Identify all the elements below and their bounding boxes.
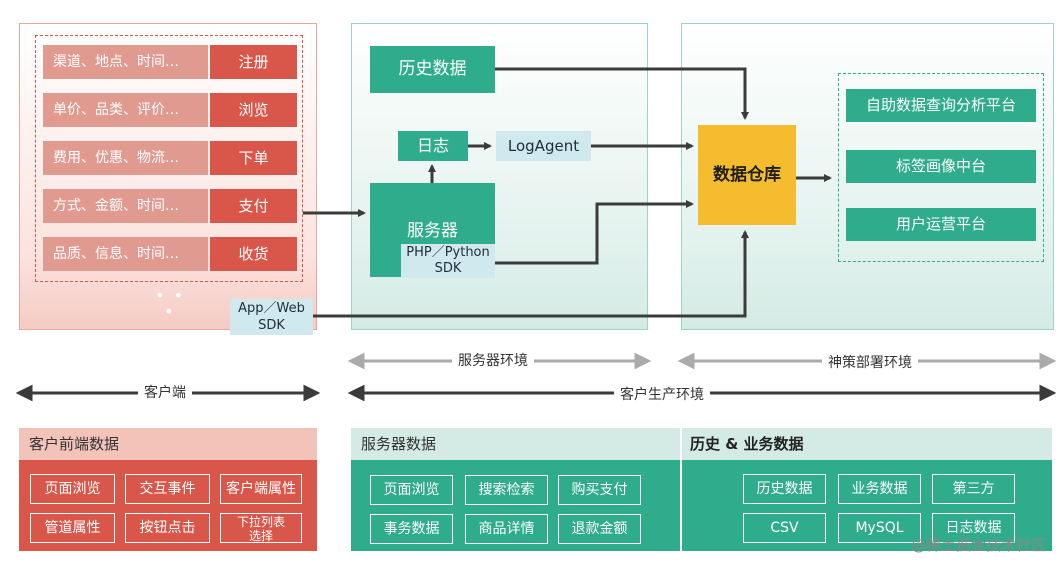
history-data-box: 历史数据 [370,46,495,93]
client-data-header: 客户前端数据 [19,428,317,460]
client-item: 客户端属性 [220,474,302,504]
client-row-action: 注册 [210,45,297,79]
arrow-history-to-warehouse [495,67,749,120]
server-env-label: 服务器环境 [452,351,534,371]
history-item: CSV [743,513,826,543]
server-item: 购买支付 [558,475,641,505]
client-item: 下拉列表 选择 [220,513,302,543]
history-item: MySQL [838,513,921,543]
platform-user-ops: 用户运营平台 [846,208,1036,241]
client-row-action: 收货 [210,237,297,271]
client-item: 页面浏览 [30,474,115,504]
prod-env-label: 客户生产环境 [614,385,710,405]
client-item: 交互事件 [125,474,210,504]
watermark: @稀土掘金技术社区 [910,536,1046,554]
history-item: 日志数据 [932,513,1015,543]
server-item: 事务数据 [370,514,453,544]
client-row-action: 下单 [210,141,297,175]
history-item: 第三方 [932,474,1015,504]
server-item: 页面浏览 [370,475,453,505]
log-box: 日志 [398,131,468,161]
client-item: 管道属性 [30,513,115,543]
client-env-left-head [15,384,33,402]
client-row-keys: 单价、品类、评价… [43,93,208,127]
data-warehouse-box: 数据仓库 [698,125,796,225]
client-row-action: 支付 [210,189,297,223]
arrow-appsdk-to-warehouse [313,230,749,318]
history-item: 历史数据 [743,474,826,504]
section-divider [680,428,682,551]
server-data-header: 服务器数据 [361,435,437,453]
more-dots: • • • [155,286,185,321]
client-item: 按钮点击 [125,513,210,543]
client-events-group [35,35,303,282]
deploy-env-label: 神策部署环境 [822,353,918,373]
client-env-right-head [303,384,321,402]
platform-self-query: 自助数据查询分析平台 [846,89,1036,122]
logagent-box: LogAgent [496,131,591,161]
server-item: 搜索检索 [465,475,548,505]
server-env-left-head [347,352,365,370]
history-item: 业务数据 [838,474,921,504]
server-history-header-bar [351,428,1052,460]
platform-tag-profile: 标签画像中台 [846,150,1036,183]
server-item: 退款金额 [558,514,641,544]
client-row-keys: 方式、金额、时间… [43,189,208,223]
client-env-label: 客户端 [138,383,192,403]
deploy-env-left-head [677,352,695,370]
prod-env-left-head [347,384,365,402]
prod-env-right-head [1039,384,1057,402]
history-data-header: 历史 & 业务数据 [690,435,804,453]
app-web-sdk-box: App／Web SDK [230,299,313,335]
client-row-keys: 渠道、地点、时间… [43,45,208,79]
php-python-sdk-box: PHP／Python SDK [401,244,495,278]
server-env-right-head [634,352,652,370]
client-row-keys: 品质、信息、时间… [43,237,208,271]
client-row-action: 浏览 [210,93,297,127]
platforms-group [838,73,1044,262]
deploy-env-right-head [1039,352,1057,370]
arrow-sdk-to-warehouse [495,200,694,265]
server-item: 商品详情 [465,514,548,544]
client-row-keys: 费用、优惠、物流… [43,141,208,175]
